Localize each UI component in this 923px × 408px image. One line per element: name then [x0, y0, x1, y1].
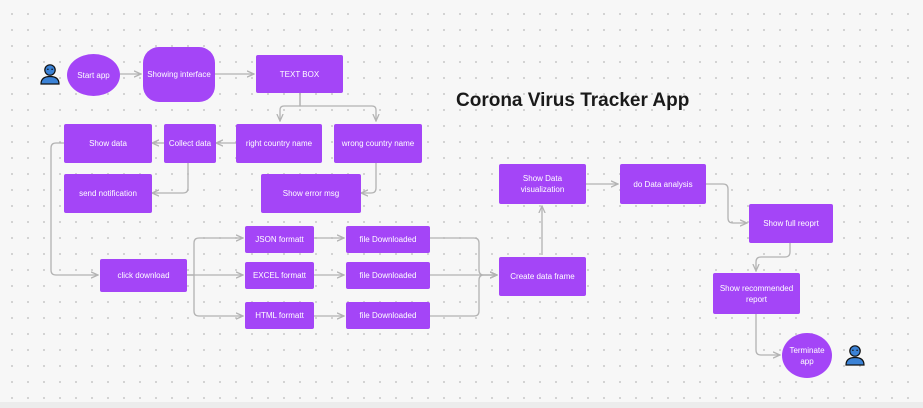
node-showing-interface[interactable]: Showing interface	[143, 47, 215, 102]
node-file-downloaded-excel[interactable]: file Downloaded	[346, 262, 430, 289]
node-create-data-frame[interactable]: Create data frame	[499, 257, 586, 296]
bottom-strip	[0, 402, 923, 408]
edge-analysis-to-fullreport	[706, 183, 747, 223]
diagram-title: Corona Virus Tracker App	[456, 90, 690, 111]
node-show-full-report[interactable]: Show full reoprt	[749, 204, 833, 243]
user-icon	[845, 345, 865, 366]
user-icon	[40, 64, 60, 85]
node-terminate-app[interactable]: Terminate app	[782, 333, 832, 378]
node-do-data-analysis[interactable]: do Data analysis	[620, 164, 706, 204]
edge-fullreport-to-recommended	[756, 243, 791, 271]
node-show-data[interactable]: Show data	[64, 124, 152, 163]
edge-collect-to-notification	[152, 163, 189, 193]
node-show-data-visualization[interactable]: Show Data visualization	[499, 164, 586, 204]
node-wrong-country-name[interactable]: wrong country name	[334, 124, 422, 163]
edge-file1-to-frame	[430, 237, 497, 275]
node-collect-data[interactable]: Collect data	[164, 124, 216, 163]
edge-wrong-to-error	[361, 163, 377, 193]
node-file-downloaded-json[interactable]: file Downloaded	[346, 226, 430, 253]
node-html-format[interactable]: HTML formatt	[245, 302, 314, 329]
edge-download-to-json	[187, 238, 243, 276]
edge-textbox-to-wrong	[299, 93, 376, 121]
edge-textbox-to-right	[280, 93, 301, 121]
node-text-box[interactable]: TEXT BOX	[256, 55, 343, 93]
node-show-error-msg[interactable]: Show error msg	[261, 174, 361, 213]
node-excel-format[interactable]: EXCEL formatt	[245, 262, 314, 289]
node-show-recommended-report[interactable]: Show recommended report	[713, 273, 800, 314]
node-send-notification[interactable]: send notification	[64, 174, 152, 213]
node-right-country-name[interactable]: right country name	[236, 124, 322, 163]
node-start-app[interactable]: Start app	[67, 54, 120, 96]
edge-file3-to-frame	[430, 275, 497, 317]
node-file-downloaded-html[interactable]: file Downloaded	[346, 302, 430, 329]
edge-download-to-html	[187, 274, 243, 316]
node-click-download[interactable]: click download	[100, 259, 187, 292]
node-json-format[interactable]: JSON formatt	[245, 226, 314, 253]
edge-recommended-to-terminate	[755, 314, 780, 355]
edge-showdata-to-download	[50, 142, 98, 275]
